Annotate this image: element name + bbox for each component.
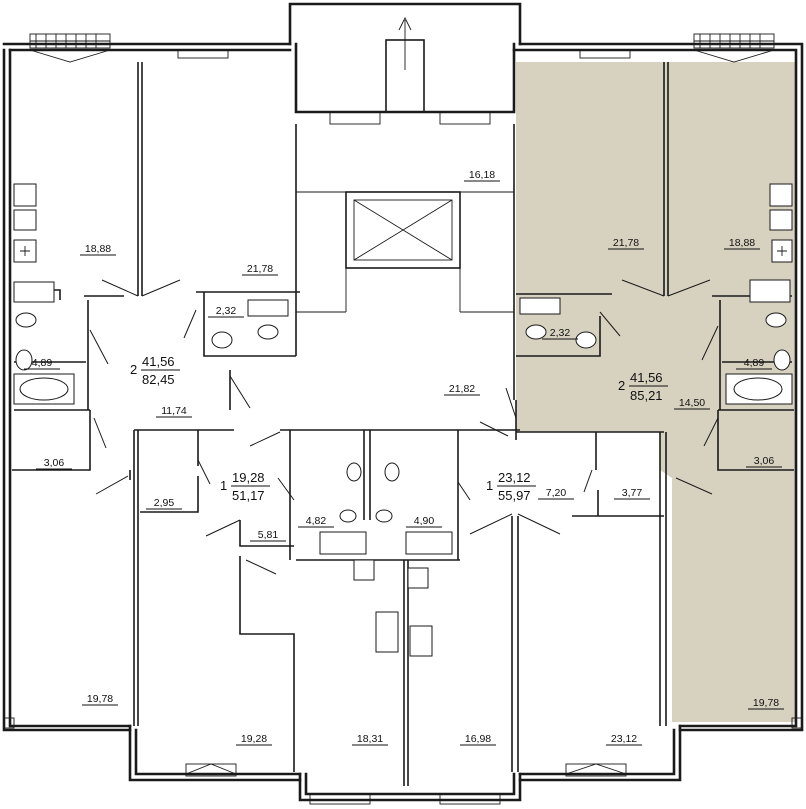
room-area-r-18-31: 18,31 (357, 733, 383, 745)
apartment-summaries: 2 41,56 82,45 1 19,28 51,17 1 23,12 55,97 2 41,56 8… (130, 354, 668, 503)
room-area-r-5-81: 5,81 (258, 529, 279, 541)
room-area-r-21-82: 21,82 (449, 383, 475, 395)
living-area: 41,56 (142, 354, 175, 369)
room-count: 1 (220, 478, 227, 493)
living-area: 23,12 (498, 470, 531, 485)
room-count: 2 (130, 362, 137, 377)
room-area-r-3-06-l: 3,06 (44, 457, 65, 469)
room-labels: 18,88 21,78 2,32 4,89 11,74 3,06 2,95 5,81 4,82 4… (24, 169, 784, 746)
room-area-r-3-06-r: 3,06 (754, 455, 775, 467)
doors (89, 279, 719, 575)
interior-walls (12, 62, 794, 786)
total-area: 82,45 (142, 372, 175, 387)
highlighted-apartment (516, 62, 795, 722)
room-area-r-4-89-r: 4,89 (744, 357, 765, 369)
room-area-r-18-88-l: 18,88 (85, 243, 111, 255)
room-area-r-18-88-r: 18,88 (729, 237, 755, 249)
apartment-summary: 2 41,56 82,45 (130, 354, 180, 387)
room-area-r-21-78-l: 21,78 (247, 263, 273, 275)
room-area-r-19-78-r: 19,78 (753, 697, 779, 709)
total-area: 55,97 (498, 488, 531, 503)
room-count: 2 (618, 378, 625, 393)
room-area-r-19-78-l: 19,78 (87, 693, 113, 705)
room-area-r-3-77: 3,77 (622, 487, 643, 499)
windows (3, 33, 803, 805)
room-area-r-4-90: 4,90 (414, 515, 435, 527)
room-area-r-2-95: 2,95 (154, 497, 175, 509)
room-area-r-11-74: 11,74 (161, 405, 187, 417)
balcony (385, 16, 425, 113)
apartment-summary: 2 41,56 85,21 (618, 370, 668, 403)
room-area-r-21-78-r: 21,78 (613, 237, 639, 249)
room-area-r-16-18: 16,18 (469, 169, 495, 181)
apartment-summary: 1 23,12 55,97 (486, 470, 536, 503)
living-area: 41,56 (630, 370, 663, 385)
apartment-summary: 1 19,28 51,17 (220, 470, 270, 503)
room-area-r-2-32-l: 2,32 (216, 305, 237, 317)
fixtures (13, 183, 793, 657)
room-area-r-14-50: 14,50 (679, 397, 705, 409)
room-area-r-19-28: 19,28 (241, 733, 267, 745)
room-area-r-4-89-l: 4,89 (32, 357, 53, 369)
total-area: 51,17 (232, 488, 265, 503)
room-area-r-23-12: 23,12 (611, 733, 637, 745)
room-area-r-7-20: 7,20 (546, 487, 567, 499)
room-area-r-16-98: 16,98 (465, 733, 491, 745)
room-area-r-4-82: 4,82 (306, 515, 327, 527)
room-count: 1 (486, 478, 493, 493)
total-area: 85,21 (630, 388, 663, 403)
room-area-r-2-32-r: 2,32 (550, 327, 571, 339)
living-area: 19,28 (232, 470, 265, 485)
